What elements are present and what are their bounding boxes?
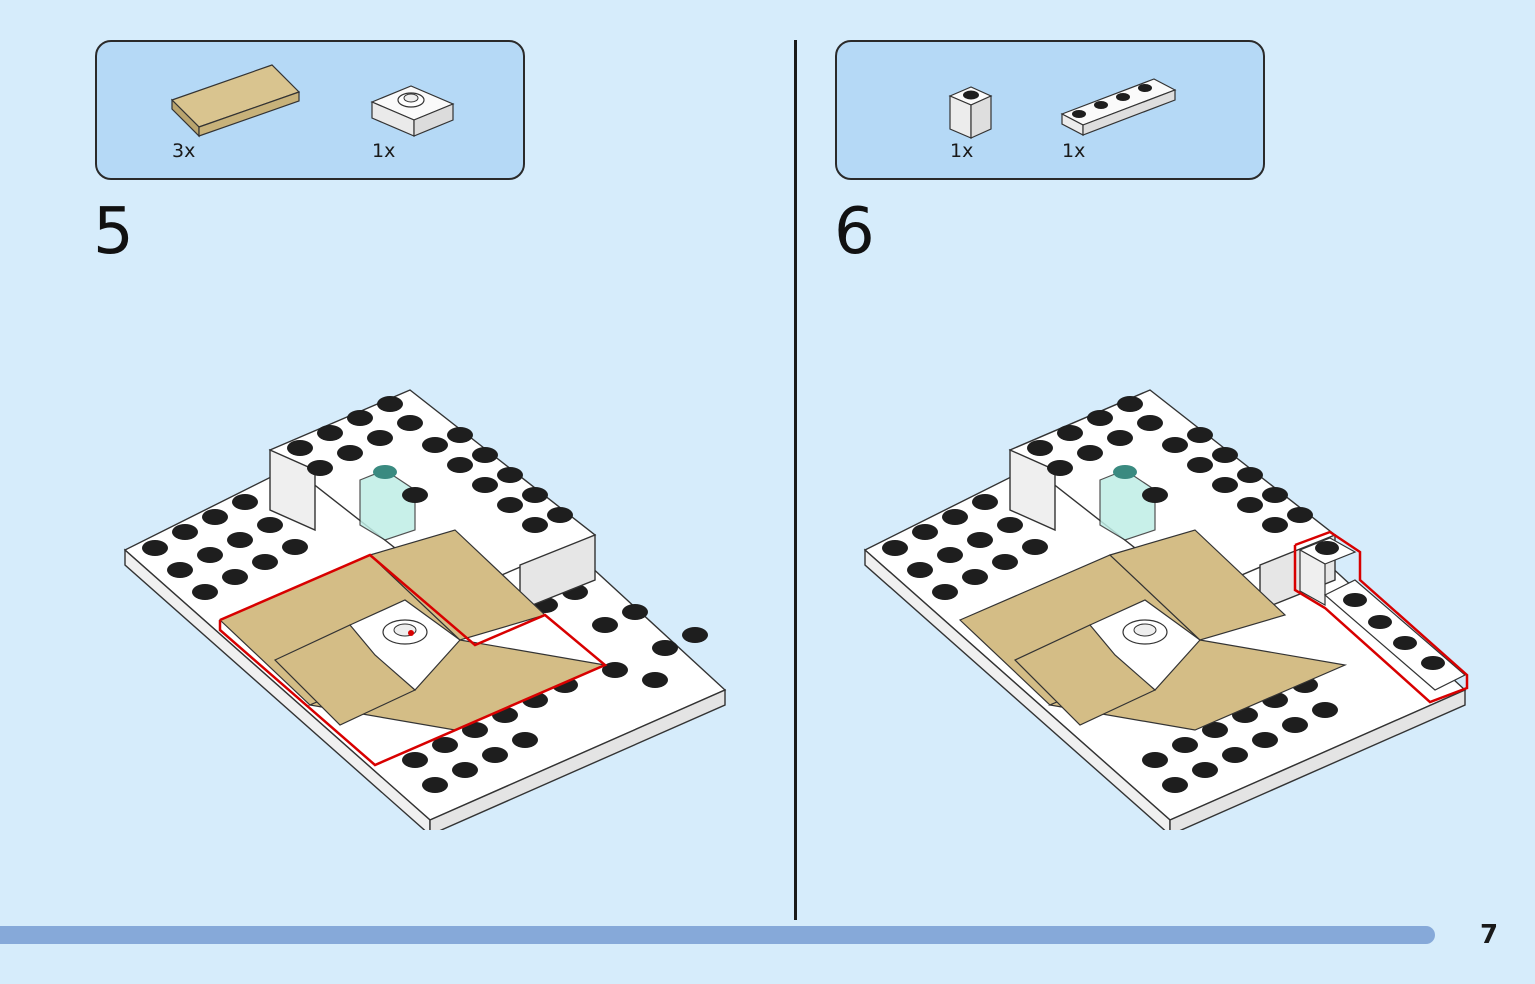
page-divider [794,40,797,920]
quantity-label: 3x [172,140,196,162]
white-brick-1x1-icon [948,86,993,139]
step-5-build-illustration [123,389,727,830]
white-jumper-plate-2x2-icon [370,85,455,137]
step-number: 6 [834,195,875,269]
tan-tile-2x4-icon [170,64,301,138]
parts-callout-step-6: 1x 1x [835,40,1265,180]
parts-callout-step-5: 3x 1x [95,40,525,180]
quantity-label: 1x [1062,140,1086,162]
white-plate-1x4-icon [1060,78,1177,136]
quantity-label: 1x [950,140,974,162]
page-number: 7 [1480,920,1499,950]
step-number: 5 [93,195,134,269]
step-6-build-illustration [863,389,1469,830]
quantity-label: 1x [372,140,396,162]
progress-bar [0,926,1435,944]
